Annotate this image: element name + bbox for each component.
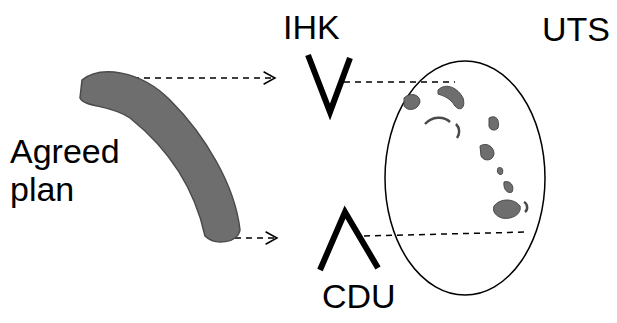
dashed-arrow <box>235 232 277 244</box>
node-label: CDU <box>322 277 392 315</box>
cdu-symbol: CDU <box>312 205 392 320</box>
node-label: UTS <box>542 10 612 48</box>
uts-ellipse-outline <box>380 6 617 301</box>
dashed-line <box>344 81 455 83</box>
plan-blob: Agreed plan <box>0 60 250 250</box>
node-label: Agreed plan <box>10 132 145 208</box>
dashed-line <box>364 232 528 236</box>
dashed-arrow <box>364 232 528 236</box>
node-label: IHK <box>283 8 357 46</box>
dashed-line <box>235 237 277 239</box>
dashed-arrow <box>344 82 455 83</box>
uts-ellipse: UTS <box>380 6 617 301</box>
arrow-head <box>266 232 277 244</box>
arrow-head <box>264 72 275 84</box>
ihk-symbol: IHK <box>278 6 358 120</box>
